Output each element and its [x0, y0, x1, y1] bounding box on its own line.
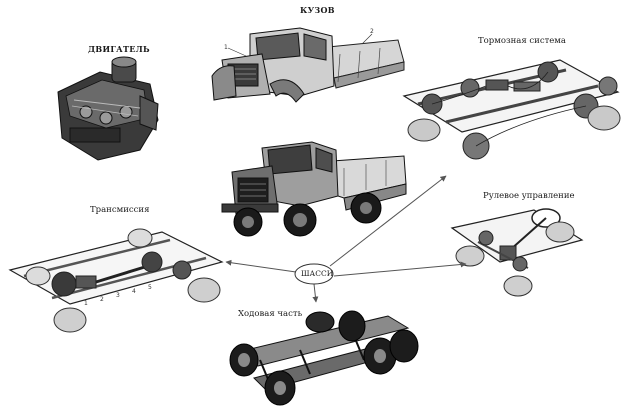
callout-trans-4: 4 [132, 288, 136, 295]
callout-trans-5: 5 [148, 284, 152, 291]
running-gear-illustration [229, 310, 419, 406]
callout-body-1: 1 [224, 44, 228, 51]
callout-trans-2: 2 [100, 296, 104, 303]
label-engine: ДВИГАТЕЛЬ [88, 44, 150, 54]
engine-illustration [57, 56, 159, 161]
label-chassis: ШАССИ [301, 269, 334, 278]
callout-trans-3: 3 [116, 292, 120, 299]
label-steering: Рулевое управление [483, 191, 575, 201]
steering-illustration [450, 208, 584, 297]
arrow-to-brakes [329, 175, 447, 267]
brake-system-illustration [402, 59, 621, 160]
arrow-to-steering [333, 261, 467, 277]
label-transmission: Трансмиссия [90, 205, 150, 215]
arrow-to-transmission [225, 259, 297, 273]
label-brakes: Тормозная система [478, 36, 566, 46]
transmission-illustration [8, 228, 224, 333]
chassis-oval [294, 263, 334, 285]
chassis-arrows [225, 175, 467, 303]
truck-illustration [221, 141, 407, 237]
callout-trans-1: 1 [84, 300, 88, 307]
label-running-gear: Ходовая часть [238, 309, 303, 319]
arrow-to-running-gear [312, 283, 319, 303]
label-body: КУЗОВ [300, 5, 335, 15]
body-illustration [211, 27, 405, 103]
callout-body-2: 2 [370, 28, 374, 35]
